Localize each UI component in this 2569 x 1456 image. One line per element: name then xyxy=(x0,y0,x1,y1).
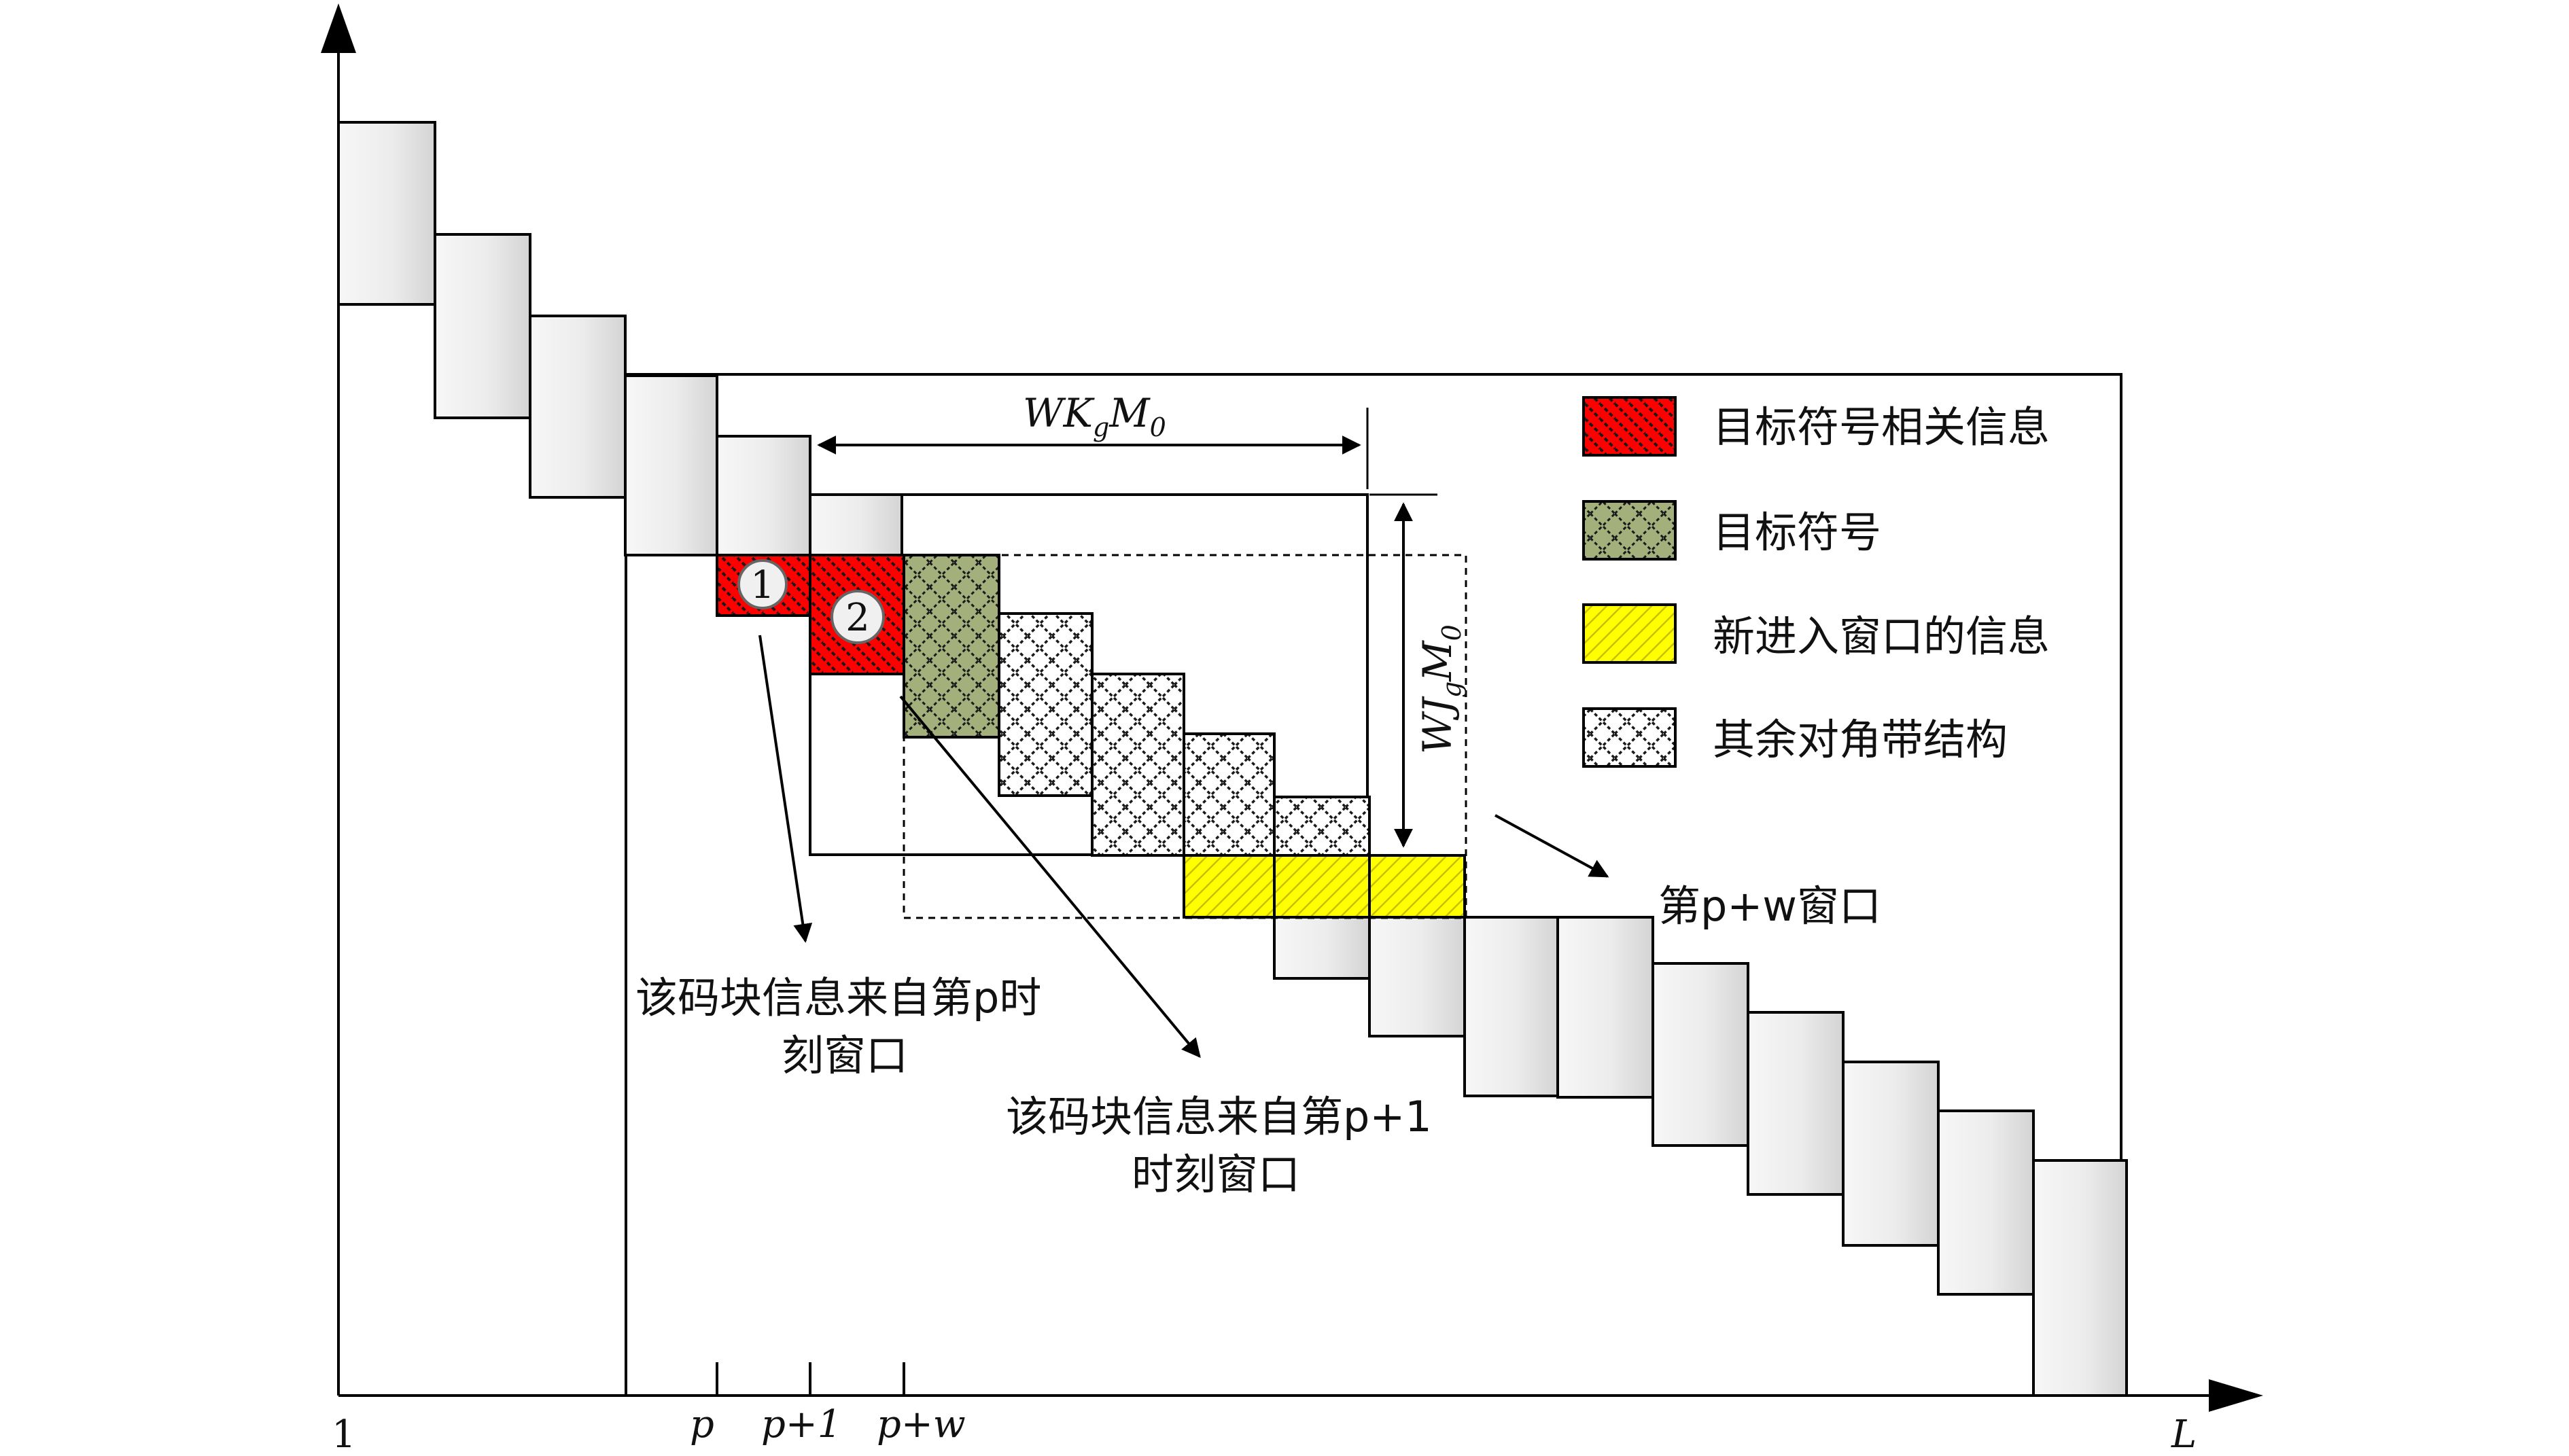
legend-swatch-yellow xyxy=(1582,603,1677,664)
legend-swatch-olive xyxy=(1582,500,1677,561)
legend-swatch-red xyxy=(1582,396,1677,457)
stair-block xyxy=(1463,916,1559,1097)
outer-matrix-frame xyxy=(625,373,2122,1397)
stair-block xyxy=(529,315,627,499)
note1-arrow xyxy=(758,635,813,943)
yellow-block xyxy=(1368,854,1466,919)
legend-label-4: 其余对角带结构 xyxy=(1713,715,2008,764)
stair-block xyxy=(1556,916,1654,1099)
note2-line1: 该码块信息来自第p+1 xyxy=(1006,1092,1432,1141)
svg-text:1: 1 xyxy=(750,563,775,607)
y-axis-arrowhead xyxy=(321,3,356,53)
marker-1: 1 xyxy=(737,559,788,609)
target-symbol-block xyxy=(903,554,1000,739)
band-block xyxy=(1273,796,1371,857)
band-block xyxy=(998,612,1094,797)
diagonal-band-blocks xyxy=(998,612,1371,857)
yellow-block xyxy=(1183,854,1276,919)
stair-block xyxy=(2032,1159,2128,1397)
x-ticks xyxy=(716,1362,905,1396)
note1-line2: 刻窗口 xyxy=(782,1031,908,1080)
origin-label: 1 xyxy=(332,1413,356,1456)
window-label: 第p+w窗口 xyxy=(1658,881,1881,931)
width-dimension-label: WKgM0 xyxy=(1023,390,1166,442)
x-axis-end-label: L xyxy=(2171,1413,2197,1456)
stair-block xyxy=(809,493,903,556)
legend: 目标符号相关信息 目标符号 新进入窗口的信息 其余对角带结构 xyxy=(1582,396,2050,768)
staircase-blocks-upper xyxy=(337,121,903,556)
stair-block xyxy=(1652,962,1749,1147)
legend-label-1: 目标符号相关信息 xyxy=(1713,402,2050,452)
marker-2: 2 xyxy=(831,590,885,644)
stair-block xyxy=(1747,1011,1845,1196)
height-dimension xyxy=(1369,493,1437,848)
window-label-arrow xyxy=(1495,814,1609,878)
svg-text:2: 2 xyxy=(845,596,870,640)
staircase-blocks-lower xyxy=(1273,916,2128,1397)
stair-block xyxy=(1368,916,1466,1037)
stair-block xyxy=(1273,916,1371,980)
stair-block xyxy=(337,121,436,306)
band-block xyxy=(1183,732,1276,857)
legend-swatch-checker xyxy=(1582,707,1677,768)
tick-label-p-plus-w: p+w xyxy=(877,1402,966,1446)
x-axis-arrowhead xyxy=(2209,1379,2263,1412)
stair-block xyxy=(624,374,718,556)
stair-block xyxy=(434,233,531,419)
stair-block xyxy=(716,435,811,556)
note2-arrow xyxy=(899,695,1201,1059)
tick-label-p-plus-1: p+1 xyxy=(761,1402,841,1446)
legend-label-3: 新进入窗口的信息 xyxy=(1713,611,2050,661)
note2-line2: 时刻窗口 xyxy=(1132,1150,1300,1199)
tick-label-p: p xyxy=(690,1402,714,1446)
yellow-block xyxy=(1273,854,1371,919)
new-info-blocks xyxy=(1183,854,1466,919)
stair-block xyxy=(1842,1061,1940,1247)
legend-label-2: 目标符号 xyxy=(1713,508,1881,557)
height-dimension-label: WJgM0 xyxy=(1414,624,1467,754)
band-block xyxy=(1091,673,1185,857)
width-dimension xyxy=(817,408,1369,489)
stair-block xyxy=(1937,1109,2035,1296)
note1-line1: 该码块信息来自第p时 xyxy=(635,973,1041,1023)
